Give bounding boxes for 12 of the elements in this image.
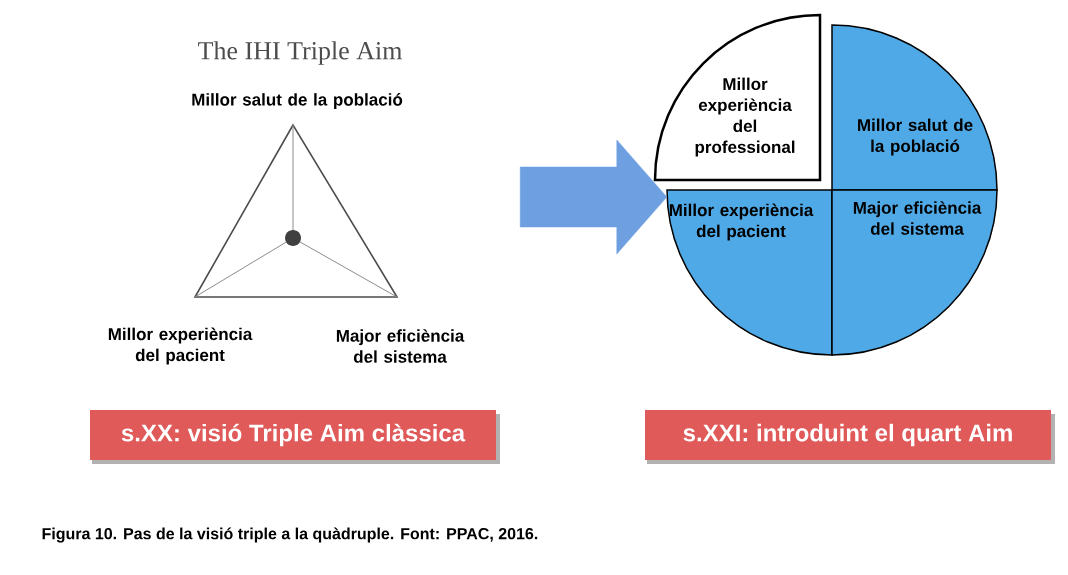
vertex-label: Millor experiència del pacient xyxy=(108,327,253,365)
pie-slice: Major eficiència del sistema xyxy=(831,189,998,356)
banner-box: s.XXI: introduint el quart Aim xyxy=(645,410,1055,464)
pie-slice: Millor experiència del pacient xyxy=(666,189,833,356)
vertex-label: Major eficiència del sistema xyxy=(336,329,465,363)
diagram-title: The IHI Triple Aim xyxy=(198,41,403,65)
block-arrow xyxy=(519,139,668,255)
pie-slice: Millor experiència del professional xyxy=(653,13,822,182)
banner-box: s.XX: visió Triple Aim clàssica xyxy=(90,410,500,464)
vertex-label: Millor salut de la població xyxy=(192,93,403,109)
figure-caption: Figura 10. Pas de la visió triple a la quàdruple. Font: PPAC, 2016. xyxy=(42,527,538,543)
pie-slice: Millor salut de la població xyxy=(831,24,998,191)
